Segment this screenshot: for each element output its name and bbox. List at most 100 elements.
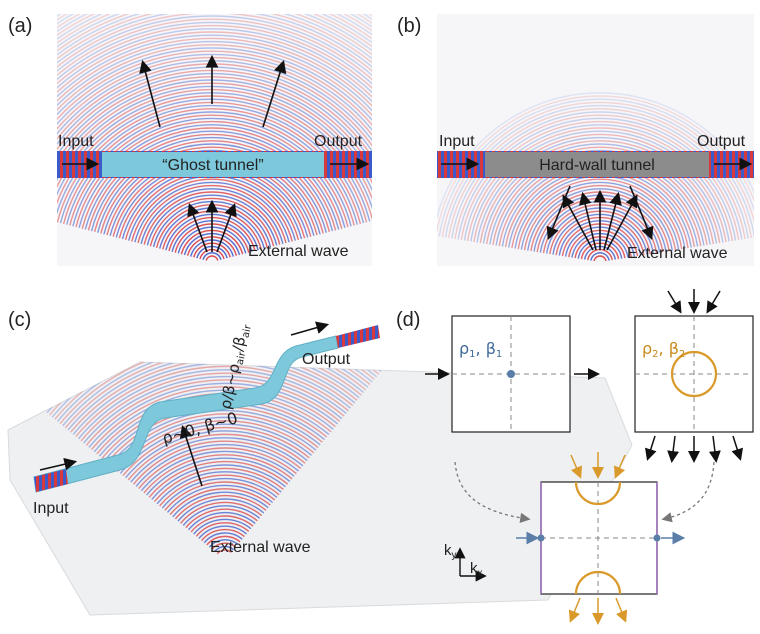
- panel-d-box2-rho: ρ: [642, 339, 652, 358]
- wavefront: [166, 484, 273, 513]
- wavefront: [185, 508, 258, 529]
- wavefront: [57, 40, 372, 112]
- panel-d-curve-arrow-right: [661, 461, 715, 523]
- wavefront: [64, 362, 358, 429]
- wavefront: [169, 488, 271, 516]
- wavefront: [161, 477, 278, 509]
- wavefront: [78, 124, 346, 229]
- wavefront: [473, 133, 727, 243]
- panel-b: (b) Input Output Hard-wall tunnel Extern…: [397, 14, 754, 266]
- wavefront: [57, 47, 372, 122]
- panel-d-ky-label: k: [444, 542, 452, 559]
- wavefront: [457, 117, 743, 240]
- wavefront: [119, 423, 313, 474]
- panel-a-letter: (a): [8, 15, 32, 37]
- wavefront: [8, 362, 419, 368]
- wavefront: [57, 50, 372, 126]
- wavefront: [8, 362, 417, 370]
- panel-b-external-label: External wave: [627, 245, 728, 262]
- wavefront: [140, 450, 295, 492]
- wavefront: [57, 53, 372, 131]
- wavefront: [159, 474, 280, 507]
- panel-a-source-arrow: [216, 202, 237, 253]
- wavefront: [216, 549, 232, 555]
- wavefront: [476, 136, 724, 243]
- wavefront: [93, 140, 331, 233]
- wavefront: [149, 197, 275, 247]
- wavefront: [140, 188, 284, 244]
- panel-a-output-label: Output: [314, 133, 363, 150]
- wave-vector-arrow: [708, 435, 721, 463]
- wavefront: [57, 37, 372, 107]
- panel-c-input-label: Input: [33, 500, 69, 517]
- panel-b-tunnel-label: Hard-wall tunnel: [539, 157, 655, 174]
- wavefront: [143, 454, 293, 494]
- wavefront: [59, 362, 362, 425]
- panel-b-reflected-arrow: [546, 185, 571, 240]
- panel-d-box3-bottom-arc: [574, 570, 622, 595]
- wavefront: [57, 24, 372, 90]
- wavefront: [67, 362, 356, 431]
- wavefront: [211, 542, 237, 550]
- wavefront: [177, 498, 265, 522]
- wavefront: [146, 457, 291, 496]
- wavefront: [523, 184, 677, 251]
- wavefront: [489, 149, 711, 245]
- panel-b-source-arrow: [606, 194, 638, 251]
- wavefront: [520, 181, 680, 250]
- wave-vector-arrow: [615, 597, 628, 623]
- wavefront: [8, 362, 423, 364]
- wavefront: [466, 127, 734, 242]
- panel-d-box1-sub2: 1: [496, 349, 502, 360]
- wavefront: [148, 460, 289, 498]
- panel-b-input-label: Input: [439, 133, 475, 150]
- wavefront: [463, 124, 737, 241]
- wavefront: [201, 528, 245, 542]
- wavefront: [90, 136, 334, 232]
- wavefront: [470, 130, 730, 242]
- panel-d-box1-beta: , β: [476, 339, 496, 358]
- panel-d-box2-sub1: 2: [652, 349, 658, 360]
- wavefront: [103, 149, 321, 235]
- wavefront: [172, 491, 269, 518]
- panel-d-kx-sub: x: [478, 568, 483, 579]
- panel-d-kx-label: k: [470, 560, 478, 577]
- panel-d: (d) ρ1, β1 ρ2, β2: [396, 289, 754, 625]
- panel-c-ratio-sub1: air: [235, 350, 249, 366]
- wavefront: [143, 191, 281, 245]
- panel-c-input-arrow: [39, 457, 78, 471]
- wavefront: [93, 389, 334, 453]
- wavefront: [193, 518, 252, 535]
- svg-text:ρ2, β2: ρ2, β2: [642, 339, 685, 360]
- wavefront: [88, 382, 339, 448]
- wavefront: [187, 511, 256, 531]
- wavefront: [87, 133, 337, 231]
- wavefront: [57, 28, 372, 94]
- wavefront: [127, 433, 306, 481]
- panel-b-source-arrow: [603, 191, 622, 251]
- wave-vector-arrow: [706, 290, 721, 314]
- panel-d-box3-top-arc: [574, 481, 622, 506]
- wavefront: [8, 362, 414, 373]
- panel-c-ratio-mid: /β: [229, 335, 250, 353]
- panel-b-hard-wall-tunnel: [485, 152, 709, 177]
- panel-d-box3-point-left: [537, 534, 545, 542]
- wavefront: [156, 471, 282, 505]
- wavefront: [174, 494, 267, 520]
- wavefront: [164, 481, 276, 511]
- wavefront: [590, 252, 610, 261]
- wavefront: [81, 127, 343, 229]
- panel-a-arrow: [139, 59, 161, 128]
- wavefront: [130, 437, 304, 483]
- wave-vector-arrow: [645, 435, 657, 461]
- wavefront: [180, 501, 263, 524]
- wavefront: [132, 440, 302, 485]
- wavefront: [527, 188, 673, 251]
- wavefront: [203, 532, 243, 544]
- wavefront: [131, 178, 293, 242]
- wavefront: [198, 525, 247, 539]
- panel-d-box2-ring: [670, 350, 718, 398]
- wavefront: [451, 111, 749, 239]
- wavefront: [202, 252, 222, 260]
